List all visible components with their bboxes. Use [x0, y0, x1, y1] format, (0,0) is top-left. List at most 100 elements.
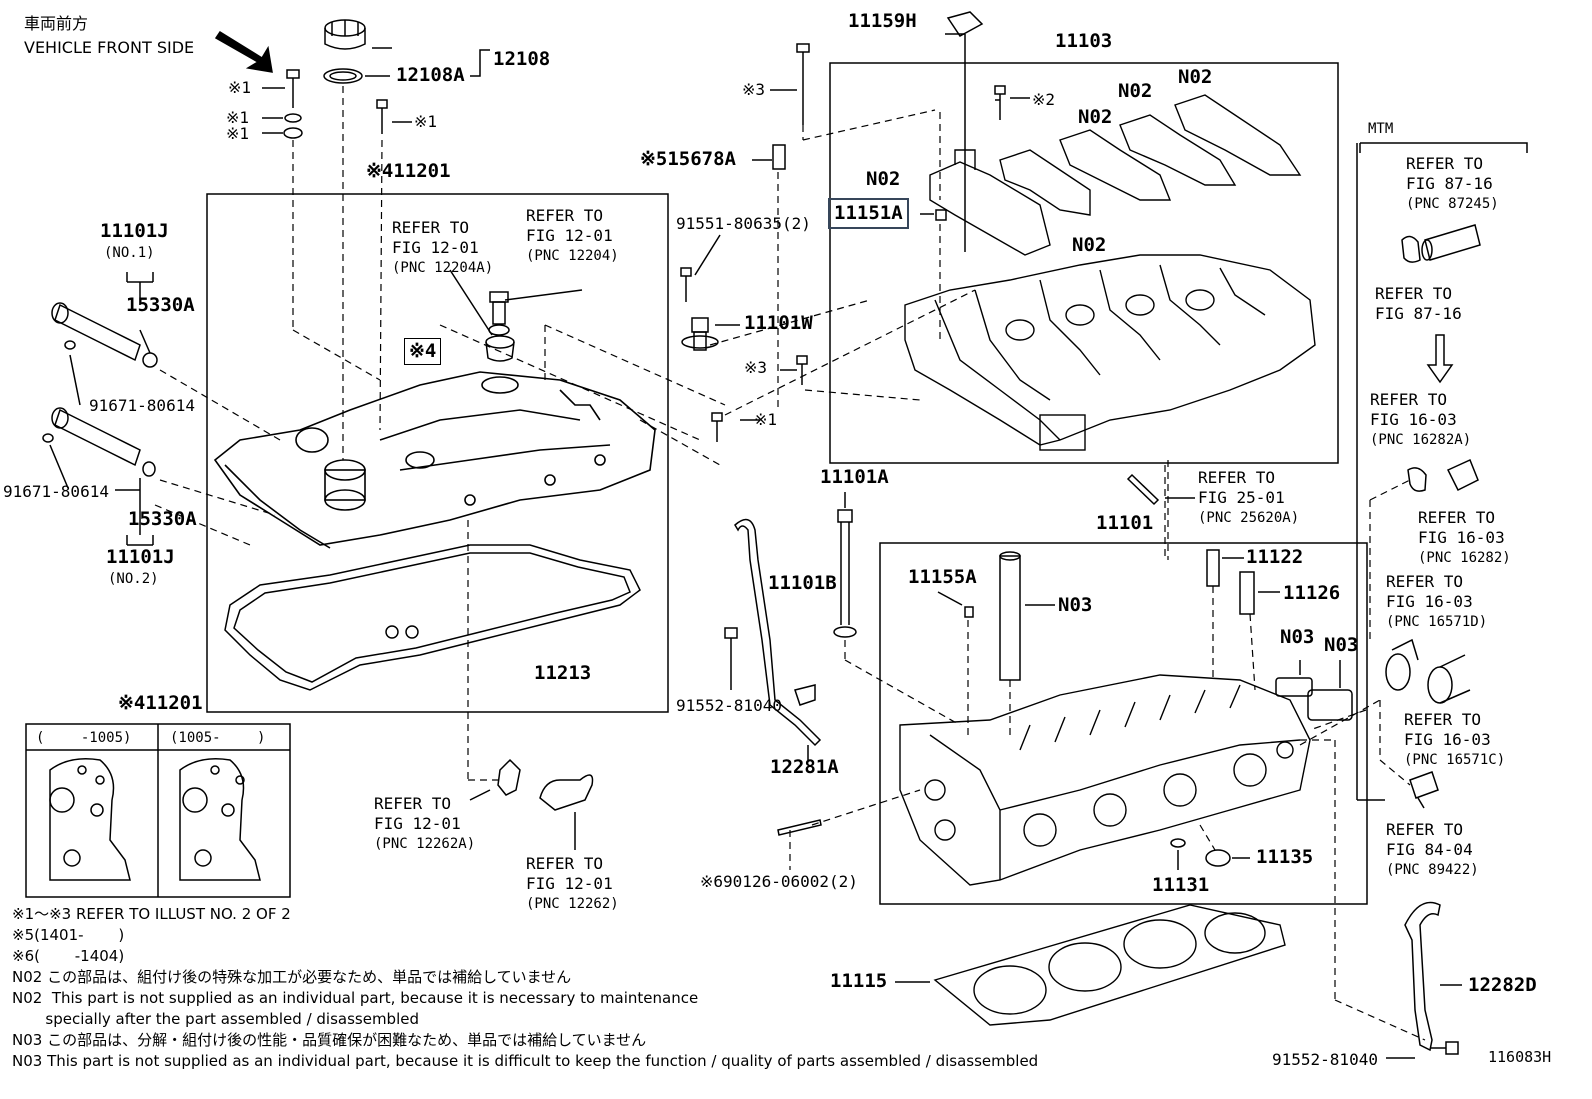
engine-hanger-icon — [1404, 901, 1441, 1052]
cover-gasket-icon — [224, 544, 641, 691]
part-11126[interactable]: 11126 — [1283, 582, 1341, 604]
sensor-plug-icon — [772, 144, 786, 170]
temperature-sensor-icon — [1409, 771, 1439, 809]
part-N03[interactable]: N03 — [1280, 626, 1315, 648]
bolt-icon — [680, 267, 692, 302]
bolt-icon — [376, 99, 388, 134]
footnote: N03 この部品は、分解・組付け後の性能・品質確保が困難なため、単品では補給して… — [12, 1031, 647, 1049]
part-11101W[interactable]: 11101W — [744, 312, 813, 334]
camshaft-housing-icon — [904, 254, 1316, 451]
mark-1: ※1 — [754, 410, 778, 429]
footnotes: ※1～※3 REFER TO ILLUST NO. 2 OF 2 ※5(1401… — [12, 904, 1038, 1072]
part-11201[interactable]: ※411201 — [366, 160, 451, 182]
bolt-icon — [711, 412, 723, 442]
mark-1: ※1 — [226, 108, 250, 127]
part-11213[interactable]: 11213 — [534, 662, 592, 684]
part-91552-81040[interactable]: 91552-81040 — [1272, 1050, 1378, 1069]
variant-no2: (NO.2) — [108, 571, 159, 587]
bolt-icon — [724, 627, 738, 660]
plug-icon — [1307, 689, 1353, 721]
seal-icon — [1205, 849, 1231, 867]
part-11131[interactable]: 11131 — [1152, 874, 1210, 896]
part-91551-80635[interactable]: 91551-80635(2) — [676, 214, 811, 233]
part-N02[interactable]: N02 — [1072, 234, 1107, 256]
part-N03[interactable]: N03 — [1058, 594, 1093, 616]
part-11155A[interactable]: 11155A — [908, 566, 977, 588]
part-11101A[interactable]: 11101A — [820, 466, 889, 488]
part-11101B[interactable]: 11101B — [768, 572, 837, 594]
front-side-jp-label: 車両前方 — [24, 14, 89, 33]
part-N02[interactable]: N02 — [1118, 80, 1153, 102]
part-12282D[interactable]: 12282D — [1468, 974, 1537, 996]
part-11201-inset[interactable]: ※411201 — [118, 692, 203, 714]
part-11122[interactable]: 11122 — [1246, 546, 1304, 568]
part-15330A[interactable]: 15330A — [126, 294, 195, 316]
washer-icon — [283, 127, 303, 139]
stud-bolt-icon — [777, 819, 822, 836]
mark-1: ※1 — [414, 112, 438, 131]
pin-icon — [964, 606, 974, 618]
head-gasket-icon — [933, 904, 1286, 1026]
cap-icon — [935, 209, 947, 221]
part-11103[interactable]: 11103 — [1055, 30, 1113, 52]
hose-clamp-icon — [1407, 467, 1427, 492]
oil-filler-gasket-icon — [323, 68, 363, 84]
bushing-icon — [1206, 549, 1220, 587]
part-N02[interactable]: N02 — [1178, 66, 1213, 88]
part-11159H[interactable]: 11159H — [848, 10, 917, 32]
head-bolt-icon — [833, 509, 857, 638]
mark-3: ※3 — [744, 358, 768, 377]
part-N02[interactable]: N02 — [1078, 106, 1113, 128]
part-12281A[interactable]: 12281A — [770, 756, 839, 778]
part-11101J-no2[interactable]: 11101J — [106, 546, 175, 568]
part-91671-80614[interactable]: 91671-80614 — [3, 482, 109, 501]
inset-col-1: ( -1005) — [36, 730, 132, 746]
plate-icon — [946, 11, 984, 37]
inset-cover-icon — [49, 758, 131, 881]
part-12108[interactable]: 12108 — [493, 48, 551, 70]
stud-bolt-icon — [1126, 473, 1160, 506]
part-91552-81040[interactable]: 91552-81040 — [676, 696, 782, 715]
part-12108A[interactable]: 12108A — [396, 64, 465, 86]
part-11151A-highlighted[interactable]: 11151A — [828, 198, 909, 229]
footnote: N03 This part is not supplied as an indi… — [12, 1052, 1039, 1070]
oil-filler-cap-icon — [324, 19, 366, 50]
oil-control-valve-icon — [42, 407, 156, 477]
plug-icon — [1275, 677, 1313, 697]
part-11115[interactable]: 11115 — [830, 970, 888, 992]
part-N02[interactable]: N02 — [866, 168, 901, 190]
part-11135[interactable]: 11135 — [1256, 846, 1314, 868]
part-11101[interactable]: 11101 — [1096, 512, 1154, 534]
inset-cover-icon — [179, 758, 261, 881]
part-91671-80614[interactable]: 91671-80614 — [89, 396, 195, 415]
hose-clamp-icon — [1385, 638, 1419, 691]
hose-clamp-icon — [1401, 235, 1421, 263]
part-90126-06002[interactable]: ※690126-06002(2) — [700, 872, 858, 891]
pcv-hose-icon — [497, 758, 521, 796]
part-15330A[interactable]: 15330A — [128, 508, 197, 530]
part-N03[interactable]: N03 — [1324, 634, 1359, 656]
seal-icon — [1170, 838, 1186, 848]
figure-number: 116083H — [1488, 1048, 1552, 1066]
footnote: ※5(1401- ) — [12, 926, 125, 944]
part-15678A[interactable]: ※515678A — [640, 148, 736, 170]
camshaft-sensor-icon — [681, 317, 719, 351]
footnote: ※6( -1404) — [12, 947, 125, 965]
front-side-label: VEHICLE FRONT SIDE — [24, 38, 195, 57]
hose-icon — [1446, 458, 1479, 492]
mark-1: ※1 — [226, 124, 250, 143]
part-11101J-no1[interactable]: 11101J — [100, 220, 169, 242]
